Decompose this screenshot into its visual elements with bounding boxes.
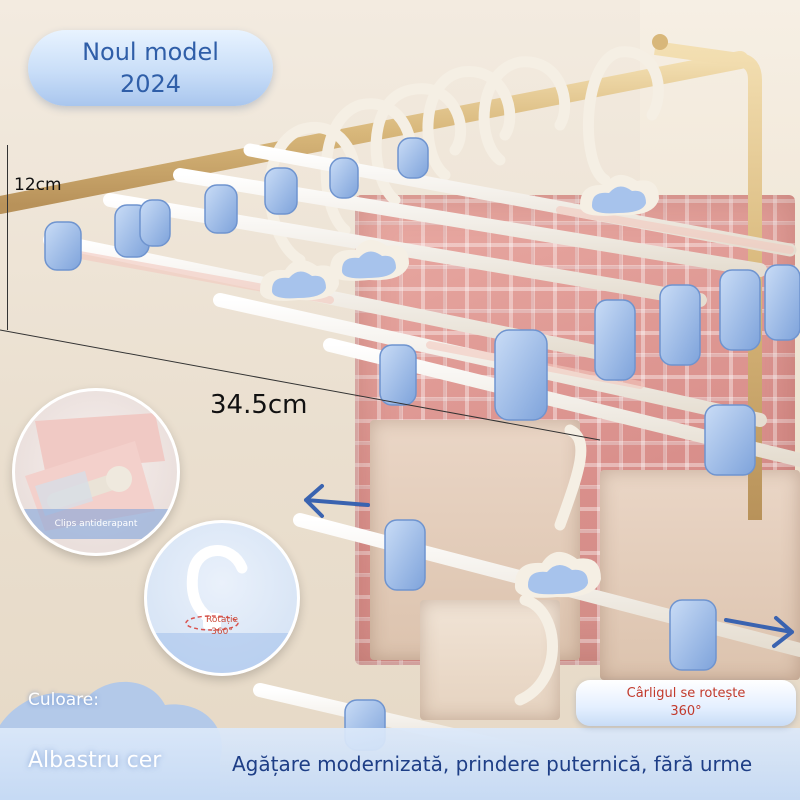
color-label: Culoare: [28,690,99,710]
hook-callout-line-1: Cârligul se rotește [626,686,746,701]
badge-line-2: 2024 [119,70,182,98]
hook-callout-line-2: 360° [670,704,702,719]
arrow-left-icon [304,484,370,518]
clips-label: Clips antiderapant [54,519,138,529]
rotation-detail-inset: Rotație 360° [144,520,300,676]
clip-detail-inset: Clips antiderapant [12,388,180,556]
rotating-hook-illustration [147,545,297,673]
arrow-right-icon [724,616,794,648]
bottom-banner [0,728,800,800]
pant-pocket [420,600,560,720]
dimension-line [0,329,601,441]
gold-rail [0,34,762,520]
rotation-label-1: Rotație [206,615,238,625]
color-value: Albastru cer [28,748,162,773]
badge-line-1: Noul model [82,38,219,66]
inset-label-strip [15,509,177,539]
cloud-hanger-center [259,174,659,598]
rotation-label-2: 360° [211,627,233,637]
width-dimension-label: 34.5cm [210,390,308,420]
height-dimension-label: 12cm [14,175,62,195]
tagline: Agățare modernizată, prindere puternică,… [232,752,753,776]
clip-detail-illustration [25,413,165,531]
new-model-badge: Noul model 2024 [28,30,273,106]
height-dimension-line [7,145,8,330]
hook-rotation-callout: Cârligul se rotește 360° [576,680,796,726]
